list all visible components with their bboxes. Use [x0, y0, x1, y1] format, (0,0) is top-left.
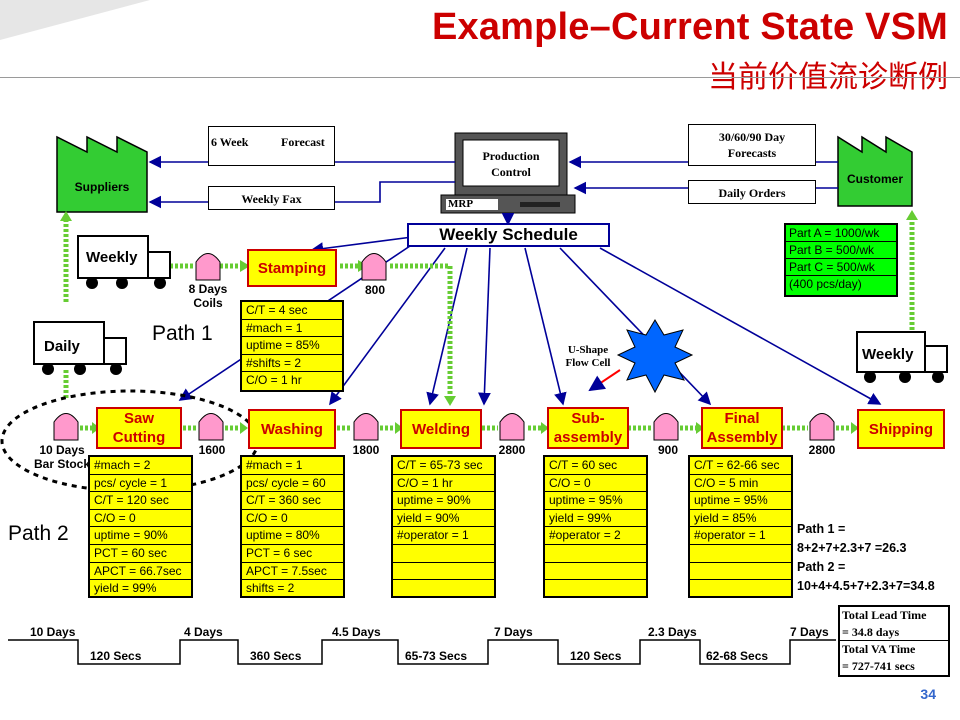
timeline-line [8, 639, 836, 665]
timeline-days-label: 4.5 Days [332, 625, 381, 639]
timeline-secs-label: 120 Secs [90, 649, 142, 663]
path2-label: Path 2 [8, 522, 69, 545]
inventory-2800-label: 2800 [498, 443, 526, 457]
push-arrowheads [60, 210, 918, 434]
customer-factory-icon [837, 135, 913, 207]
customer-label: Customer [846, 172, 903, 186]
truck-daily-icon [33, 321, 127, 375]
title-divider [0, 77, 960, 78]
mrp-label: MRP [448, 198, 474, 210]
process-stamping: Stamping [247, 249, 337, 287]
production-control-label: Production Control [482, 149, 540, 179]
timeline-days-label: 2.3 Days [648, 625, 697, 639]
total-lead-time-label: Total Lead Time [842, 608, 927, 622]
daily-orders-document: Daily Orders [688, 180, 816, 204]
demand-row: Part B = 500/wk [786, 242, 896, 259]
truck-weekly-right-label: Weekly [862, 346, 914, 363]
process-subassembly: Sub-assembly [547, 407, 629, 449]
process-shipping: Shipping [857, 409, 945, 449]
inventory-bar-stock-label: 10 Days Bar Stock [33, 443, 91, 471]
timeline-days-label: 7 Days [790, 625, 829, 639]
timeline-secs-label: 120 Secs [570, 649, 622, 663]
timeline-days-label: 10 Days [30, 625, 76, 639]
timeline-secs-label: 62-68 Secs [706, 649, 769, 663]
suppliers-factory-icon [56, 135, 148, 213]
timeline-secs-label: 65-73 Secs [405, 649, 468, 663]
inventory-2800b-label: 2800 [808, 443, 836, 457]
inventory-800-label: 800 [364, 283, 386, 297]
flow-cell-pointer [588, 369, 621, 392]
computer-icon [440, 132, 576, 214]
timeline-secs-label: 360 Secs [250, 649, 302, 663]
suppliers-label: Suppliers [74, 180, 130, 194]
total-lead-time-value: = 34.8 days [840, 624, 948, 641]
truck-weekly-left-label: Weekly [86, 249, 138, 266]
forecasts-document: 30/60/90 Day Forecasts [688, 124, 816, 166]
kaizen-burst-icon [616, 319, 694, 394]
process-welding: Welding [400, 409, 482, 449]
path-calculation-text: Path 1 = 8+2+7+2.3+7 =26.3 Path 2 = 10+4… [797, 522, 935, 593]
corner-decoration [0, 0, 150, 40]
customer-demand-box: Part A = 1000/wk Part B = 500/wk Part C … [784, 223, 898, 297]
truck-weekly-right-icon [856, 331, 948, 383]
page-title: Example–Current State VSM [431, 6, 948, 48]
inventory-icons [53, 253, 835, 441]
stamping-data-box: C/T = 4 sec #mach = 1 uptime = 85% #shif… [240, 300, 344, 392]
weekly-fax-document: Weekly Fax [208, 186, 335, 210]
page-number: 34 [920, 686, 936, 702]
totals-box: Total Lead Time = 34.8 days Total VA Tim… [838, 605, 950, 677]
timeline-days-label: 7 Days [494, 625, 533, 639]
total-va-time-value: = 727-741 secs [842, 659, 915, 673]
demand-row: Part A = 1000/wk [786, 225, 896, 242]
truck-daily-label: Daily [44, 338, 80, 355]
process-washing: Washing [248, 409, 336, 449]
inventory-coils-label: 8 Days Coils [188, 282, 228, 310]
inventory-900-label: 900 [657, 443, 679, 457]
path1-label: Path 1 [152, 322, 213, 345]
weekly-schedule-box: Weekly Schedule [407, 223, 610, 247]
timeline-days-label: 4 Days [184, 625, 223, 639]
inventory-1600-label: 1600 [198, 443, 226, 457]
total-va-time-label: Total VA Time [842, 642, 916, 656]
demand-row: Part C = 500/wk [786, 259, 896, 276]
inventory-1800-label: 1800 [352, 443, 380, 457]
truck-weekly-left-icon [77, 235, 171, 289]
forecast-document: 6 Week Forecast [208, 126, 335, 166]
demand-row: (400 pcs/day) [789, 277, 862, 291]
flow-cell-label: U-Shape Flow Cell [565, 344, 611, 369]
